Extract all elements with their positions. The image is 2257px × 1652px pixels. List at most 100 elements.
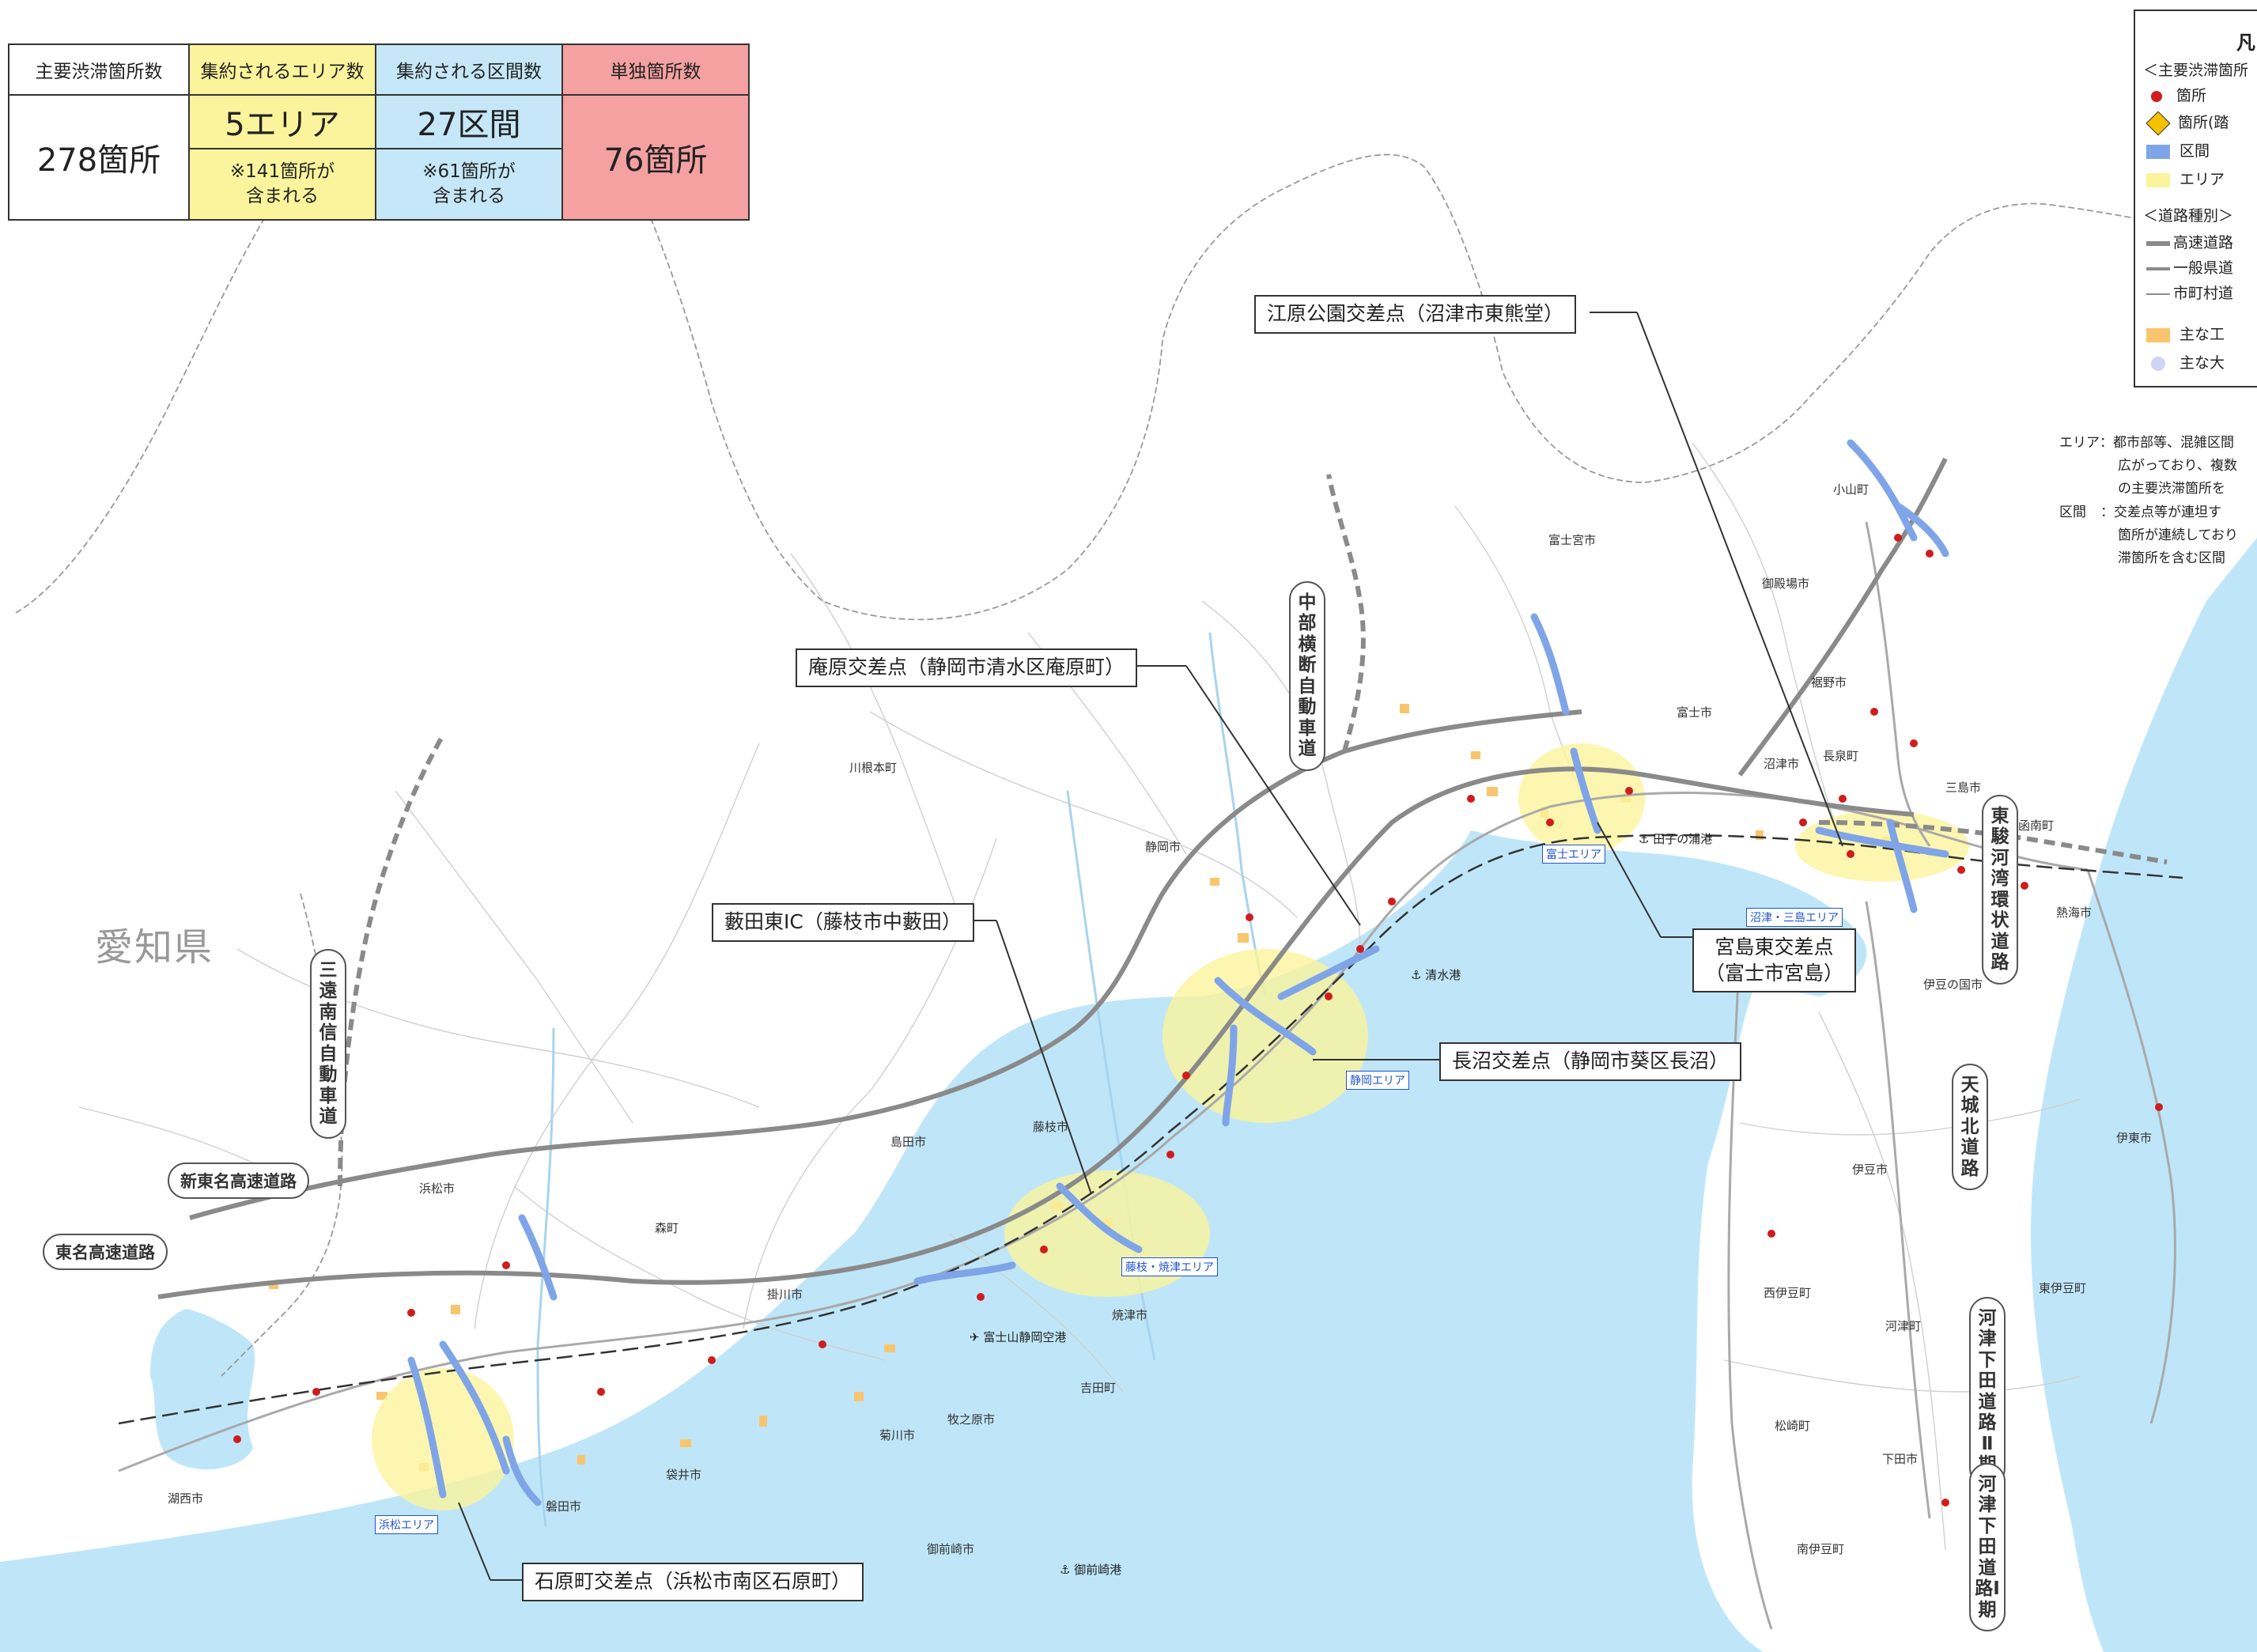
port-omaezaki-label: 御前崎港 (1074, 1563, 1122, 1577)
city-mori: 森町 (655, 1221, 679, 1235)
road-label-kawazu-shimoda-2: 河津下田道路Ⅱ期 (1969, 1297, 2006, 1487)
city-kawanehon: 川根本町 (849, 761, 898, 775)
header-single: 単独箇所数 (561, 43, 750, 96)
city-omaezaki: 御前崎市 (927, 1542, 975, 1556)
single-count: 76箇所 (561, 94, 750, 221)
port-omaezaki: ⚓ 御前崎港 (1060, 1563, 1122, 1577)
city-yaizu: 焼津市 (1112, 1308, 1148, 1322)
callout-miyajima-line2: （富士市宮島） (1705, 961, 1844, 985)
legend-large-dot-icon (2151, 356, 2165, 371)
note-area-term: エリア (2059, 435, 2100, 451)
callout-miyajima-line1: 宮島東交差点 (1714, 936, 1834, 958)
legend-expressway: 高速道路 (2146, 231, 2233, 252)
area-note-line1: ※141箇所が (229, 161, 335, 182)
legend-large: 主な大 (2146, 351, 2225, 372)
header-total: 主要渋滞箇所数 (8, 43, 190, 96)
port-tagonoura: ⚓ 田子の浦港 (1639, 832, 1713, 846)
city-fuji: 富士市 (1677, 705, 1713, 720)
area-label-hamamatsu: 浜松エリア (375, 1515, 438, 1534)
legend-group-points: ＜主要渋滞箇所 (2143, 62, 2249, 79)
legend-general-pref: 一般県道 (2146, 256, 2233, 278)
callout-leader-lines (458, 312, 1843, 1581)
legend-point-rail-label: 箇所(踏 (2178, 114, 2229, 131)
legend-clip: 凡 ＜主要渋滞箇所 箇所 箇所(踏 区間 エリア ＜道路種別＞ 高速道路 一般県… (2134, 9, 2257, 389)
note-section-term: 区間 (2059, 505, 2086, 520)
congestion-points (233, 534, 2163, 1506)
note-area-line3: の主要渋滞箇所を (2118, 481, 2225, 497)
area-label-numazu-mishima: 沼津・三島エリア (1746, 908, 1843, 927)
area-label-fujieda-yaizu: 藤枝・焼津エリア (1121, 1257, 1218, 1276)
area-label-fuji: 富士エリア (1542, 845, 1605, 864)
section-count: 27区間 (375, 94, 563, 149)
road-label-higashi-surugawan: 東駿河湾環状道路 (1982, 795, 2018, 985)
sea-sagami (2031, 538, 2257, 1652)
city-oyama: 小山町 (1833, 482, 1869, 497)
city-shimada: 島田市 (890, 1135, 927, 1149)
note-section-line3: 滞箇所を含む区間 (2118, 550, 2225, 566)
note-section-line2: 箇所が連続しており (2118, 527, 2238, 543)
legend-section-swatch (2146, 144, 2170, 159)
city-shimoda: 下田市 (1882, 1452, 1919, 1466)
city-fujieda: 藤枝市 (1033, 1120, 1069, 1134)
header-area: 集約されるエリア数 (188, 43, 376, 96)
section-note-line2: 含まれる (433, 186, 505, 206)
airport-fujisan-shizuoka: ✈ 富士山静岡空港 (970, 1330, 1067, 1344)
callout-ihara: 庵原交差点（静岡市清水区庵原町） (796, 648, 1138, 687)
city-ito: 伊東市 (2116, 1131, 2153, 1145)
city-fukuroi: 袋井市 (666, 1468, 702, 1482)
city-kikugawa: 菊川市 (879, 1428, 916, 1442)
total-count: 278箇所 (8, 94, 190, 221)
road-label-tomei: 東名高速道路 (43, 1234, 168, 1270)
header-section: 集約される区間数 (375, 43, 563, 96)
road-label-amagi-kita: 天城北道路 (1952, 1064, 1988, 1191)
note-section-line1: ：交差点等が連坦す (2100, 505, 2221, 520)
city-gotemba: 御殿場市 (1762, 576, 1810, 591)
callout-miyajima: 宮島東交差点 （富士市宮島） (1692, 928, 1857, 992)
legend-section-label: 区間 (2179, 142, 2210, 160)
legend-general-line (2146, 267, 2170, 270)
city-fujinomiya: 富士宮市 (1548, 533, 1597, 547)
legend-municipal: 市町村道 (2146, 282, 2233, 303)
city-numazu: 沼津市 (1764, 757, 1800, 771)
section-note-line1: ※61箇所が (422, 161, 516, 182)
legend-expressway-label: 高速道路 (2173, 234, 2234, 251)
legend-red-dot-icon (2151, 90, 2162, 102)
area-label-shizuoka: 静岡エリア (1346, 1071, 1409, 1090)
legend-point-label: 箇所 (2176, 87, 2207, 104)
legend-industrial-swatch (2146, 327, 2170, 342)
legend-area-swatch (2146, 172, 2170, 187)
city-hamamatsu: 浜松市 (419, 1181, 456, 1196)
legend-industrial: 主な工 (2146, 323, 2225, 344)
legend-municipal-label: 市町村道 (2173, 285, 2234, 302)
city-kawazu: 河津町 (1885, 1319, 1922, 1333)
note-area-line2: 広がっており、複数 (2118, 458, 2237, 474)
road-label-sanen-nanshin: 三遠南信自動車道 (310, 949, 346, 1139)
callout-ebara: 江原公園交差点（沼津市東熊堂） (1254, 295, 1577, 334)
legend-area-label: エリア (2179, 171, 2225, 188)
city-minamiizu: 南伊豆町 (1797, 1542, 1845, 1556)
port-tagonoura-label: 田子の浦港 (1653, 832, 1713, 846)
legend-section: 区間 (2146, 139, 2210, 161)
summary-table: 主要渋滞箇所数 集約されるエリア数 集約される区間数 単独箇所数 278箇所 5… (8, 43, 750, 221)
city-kakegawa: 掛川市 (767, 1287, 803, 1302)
city-nagaizumi: 長泉町 (1823, 749, 1859, 763)
city-kosai: 湖西市 (168, 1491, 204, 1506)
legend-title: 凡 (2236, 32, 2255, 54)
prefecture-label-aichi: 愛知県 (95, 925, 214, 970)
callout-yaita: 藪田東IC（藤枝市中藪田） (712, 903, 974, 942)
road-label-chubu-odan: 中部横断自動車道 (1289, 581, 1325, 771)
legend-industrial-label: 主な工 (2179, 326, 2225, 343)
legend-railroad-crossing-icon (2145, 110, 2171, 136)
area-note-line2: 含まれる (246, 186, 319, 206)
city-makinohara: 牧之原市 (947, 1412, 996, 1427)
area-count: 5エリア (188, 94, 376, 149)
city-yoshida: 吉田町 (1080, 1381, 1117, 1395)
lake-hamana (150, 1309, 255, 1470)
city-mishima: 三島市 (1945, 781, 1982, 795)
city-shizuoka: 静岡市 (1145, 840, 1181, 854)
legend-point: 箇所 (2146, 84, 2206, 105)
port-shimizu-label: 清水港 (1425, 968, 1461, 982)
callout-naganuma: 長沼交差点（静岡市葵区長沼） (1439, 1042, 1742, 1081)
city-atami: 熱海市 (2056, 905, 2093, 920)
